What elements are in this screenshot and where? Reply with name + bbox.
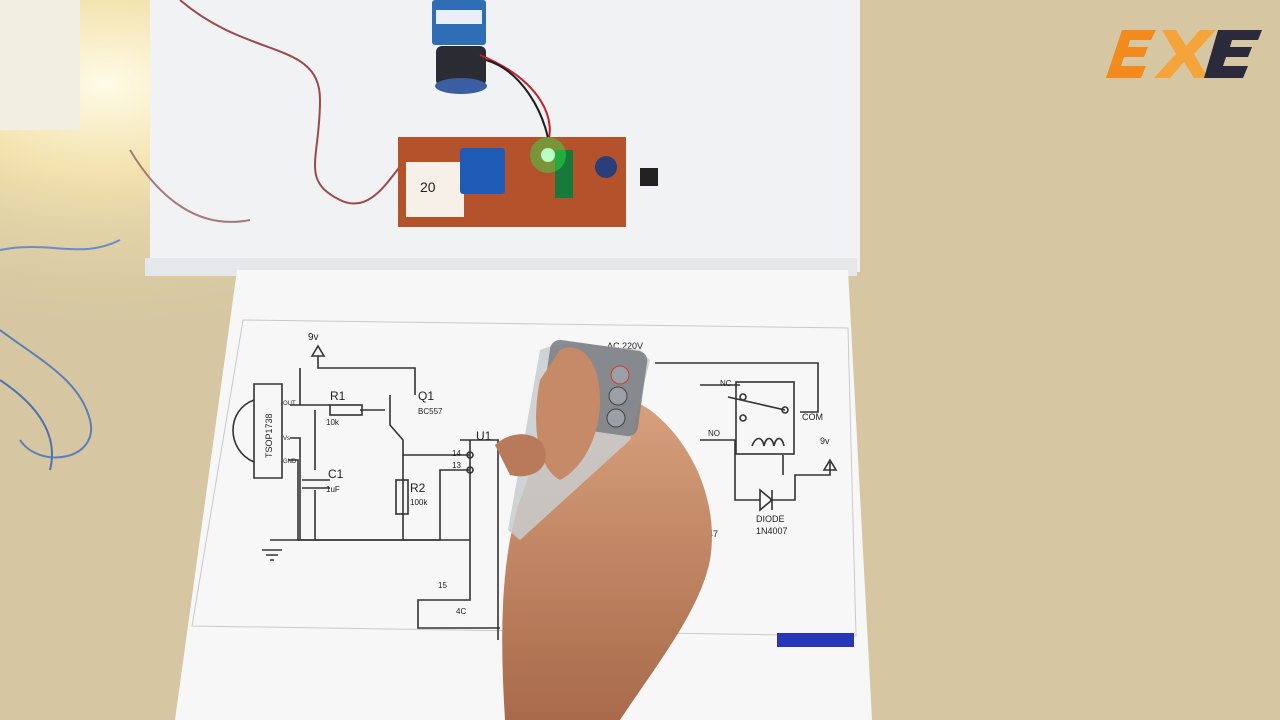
schematic-wires: [270, 356, 831, 629]
label-partial-47: 47: [708, 529, 718, 539]
label-diode: DIODE: [756, 514, 785, 524]
wires: [0, 0, 551, 471]
r2-symbol: [395, 479, 409, 515]
diode-symbol: [759, 488, 774, 512]
ground-symbol: [262, 549, 282, 561]
c1-symbol: [302, 479, 330, 489]
label-ac: AC 220V: [607, 341, 643, 351]
label-q1: Q1: [418, 389, 434, 403]
label-gnd: GND: [283, 459, 297, 465]
label-ic-partial: 4C: [456, 607, 466, 616]
circuit-board: 20: [398, 137, 658, 227]
tsop-body: [253, 383, 283, 479]
schematic-symbols: [232, 344, 838, 640]
u1-body: [460, 439, 499, 640]
battery: [432, 0, 487, 94]
supply-arrow-right: [822, 458, 838, 471]
channel-logo: [1106, 30, 1262, 78]
logo-mark: [1106, 30, 1262, 78]
label-pin15: 15: [438, 581, 447, 590]
label-diode-part: 1N4007: [756, 526, 788, 536]
label-q1-part: BC557: [418, 407, 443, 416]
remote-button-3: [606, 408, 626, 428]
board-label: 20: [420, 179, 436, 195]
label-r2-value: 100k: [410, 498, 428, 507]
label-vs: Vs: [283, 436, 290, 442]
led: [541, 148, 555, 162]
label-no: NO: [708, 429, 720, 438]
label-nc: NC: [720, 379, 732, 388]
label-9v-right: 9v: [820, 436, 830, 446]
label-r1: R1: [330, 389, 346, 403]
relay-coil: [751, 437, 785, 447]
label-com: COM: [802, 412, 823, 422]
label-pin14: 14: [452, 449, 461, 458]
relay-body: [735, 381, 795, 455]
label-c1: C1: [328, 467, 344, 481]
remote-button-2: [608, 386, 628, 406]
label-sensor: TSOP1738: [264, 413, 274, 458]
label-u1: U1: [476, 429, 492, 443]
label-pin13: 13: [452, 461, 461, 470]
schematic-labels: 9v TSOP1738 OUT Vs GND R1 10k Q1 BC557 C…: [264, 332, 830, 616]
label-out: OUT: [283, 401, 296, 407]
blue-marker: [777, 633, 854, 647]
label-r1-value: 10k: [326, 418, 340, 427]
supply-arrow-top: [310, 344, 326, 357]
remote-button-1: [610, 365, 630, 385]
r1-symbol: [329, 404, 363, 416]
remote-buttons: [606, 365, 630, 428]
label-r2: R2: [410, 481, 426, 495]
label-c1-value: 1uF: [326, 485, 340, 494]
label-9v-top: 9v: [308, 332, 319, 343]
